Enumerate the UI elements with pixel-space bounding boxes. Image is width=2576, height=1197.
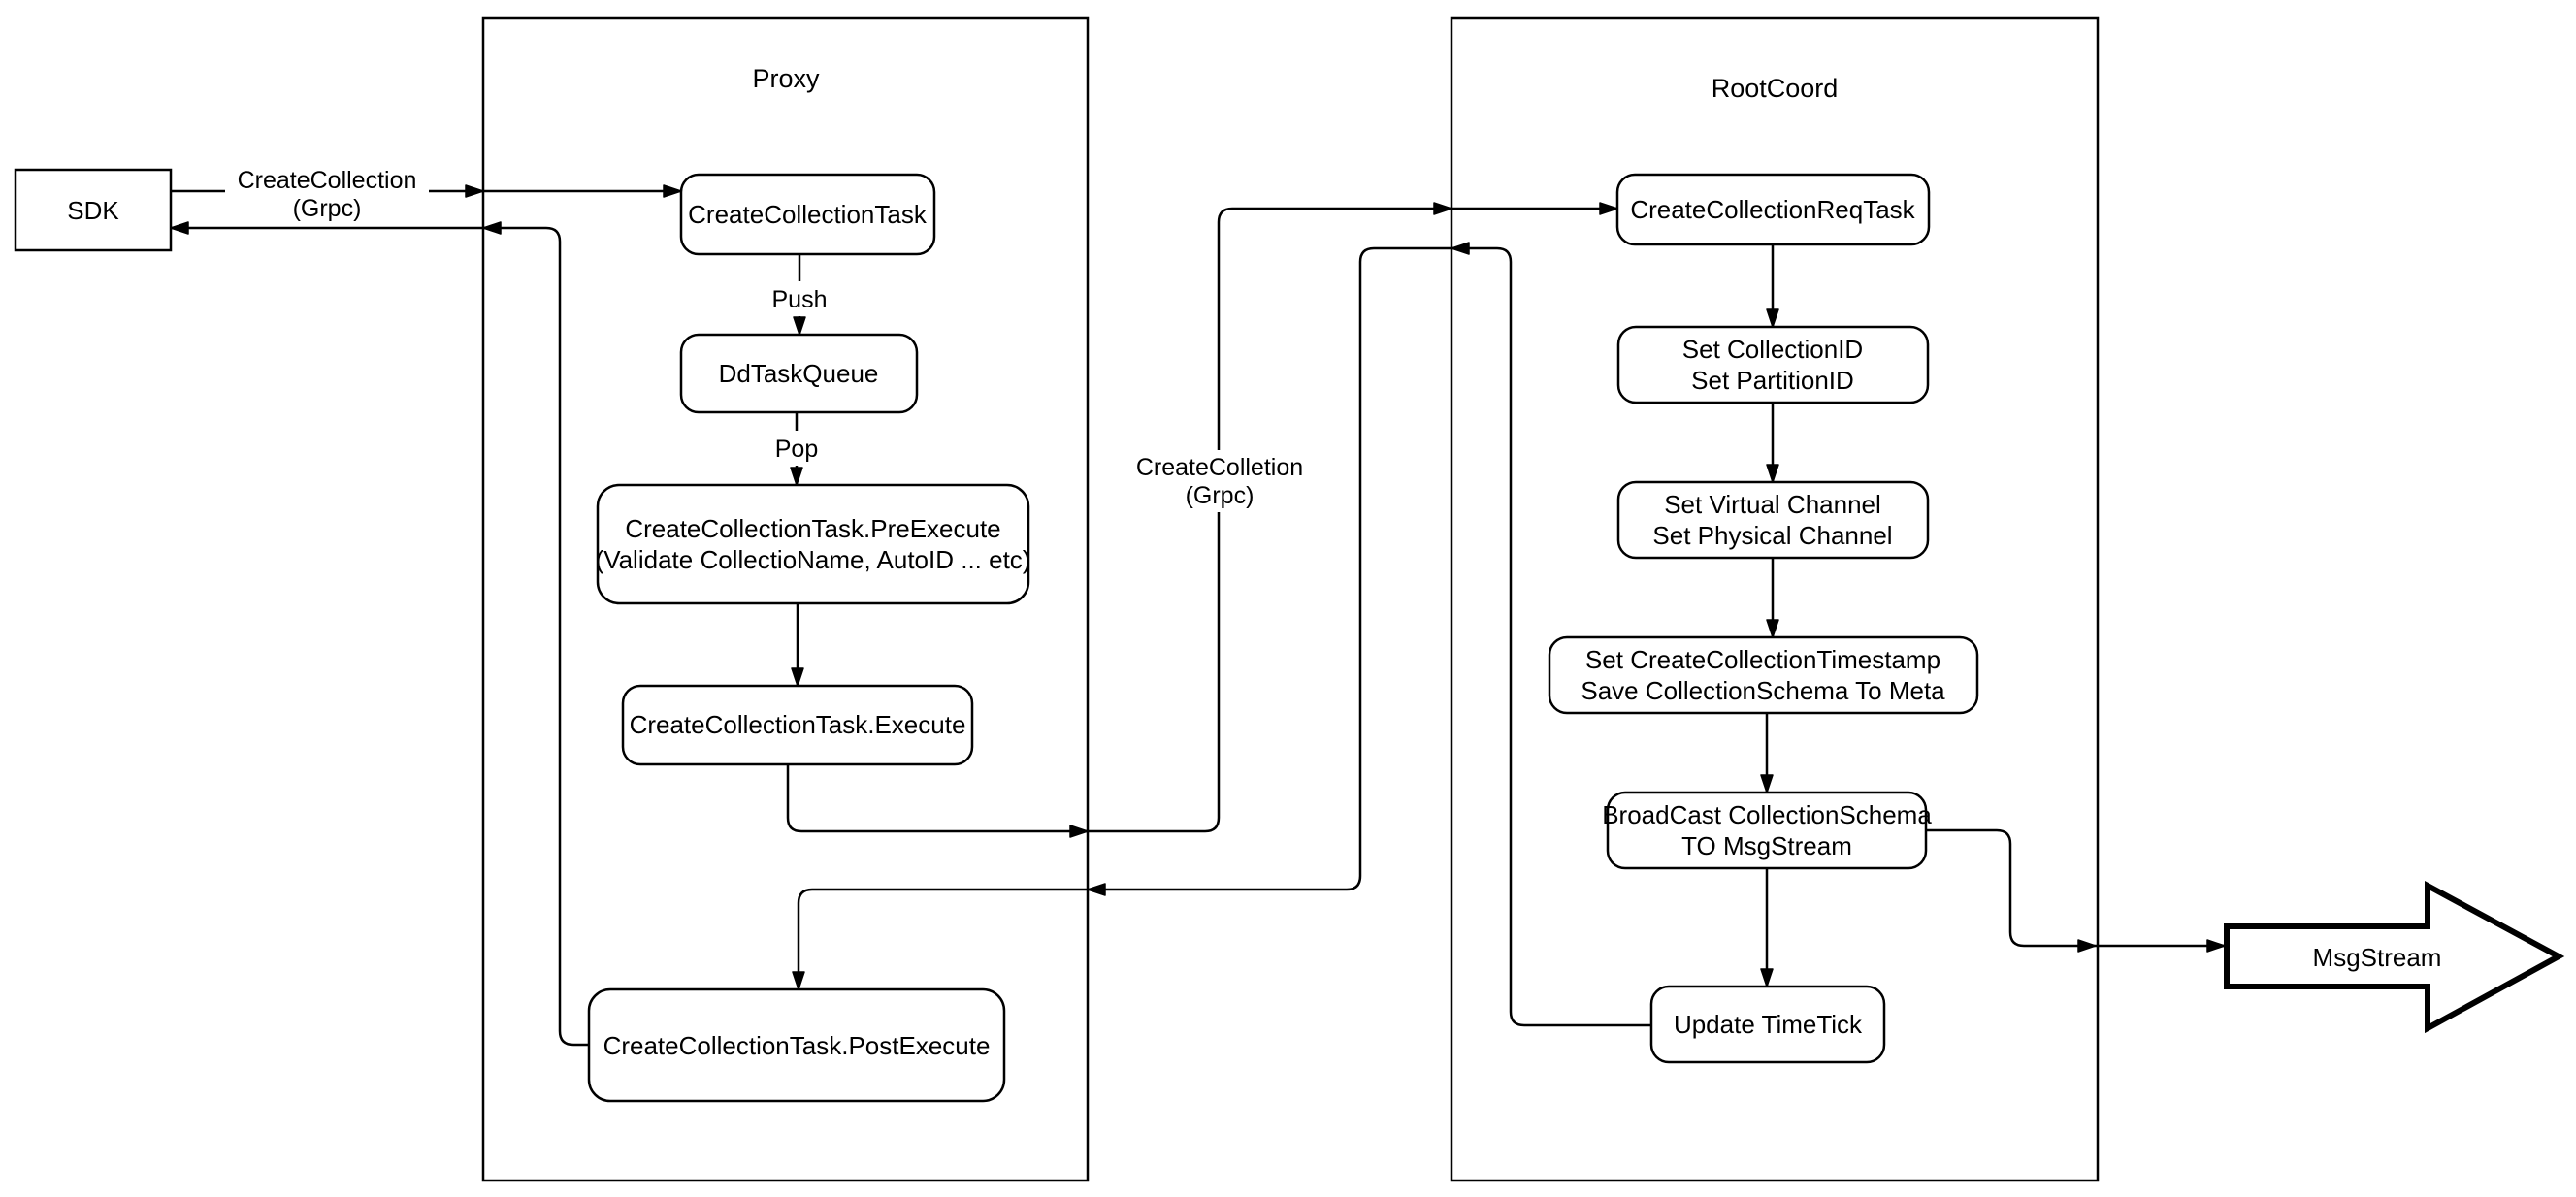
node-label: DdTaskQueue xyxy=(719,359,879,388)
edge-label-pop: Pop xyxy=(768,431,825,466)
edge-label-line1: CreateCollection xyxy=(238,167,417,194)
node-box xyxy=(1616,325,1930,404)
node-label: CreateCollectionTask.Execute xyxy=(630,710,966,739)
node-box xyxy=(621,684,974,766)
edge-execute-to-proxy-border xyxy=(786,764,1089,838)
node-set-channels: Set Virtual Channel Set Physical Channel xyxy=(1616,480,1930,560)
edge-label-bg xyxy=(768,431,825,466)
node-label-line2: Set Physical Channel xyxy=(1652,521,1892,550)
node-box xyxy=(1615,173,1931,246)
node-box xyxy=(587,987,1006,1103)
node-box xyxy=(1548,635,1979,715)
node-execute: CreateCollectionTask.Execute xyxy=(621,684,974,766)
node-label: CreateCollectionReqTask xyxy=(1630,195,1915,224)
node-label-line2: Save CollectionSchema To Meta xyxy=(1581,676,1945,705)
msgstream-arrow-shape xyxy=(2224,880,2565,1034)
node-label: CreateCollectionTask.PostExecute xyxy=(603,1031,991,1060)
edge-broadcast-to-rootcoord-border xyxy=(1926,828,2097,953)
edge-postexecute-to-proxy-border xyxy=(482,221,589,1047)
node-label-line1: Set Virtual Channel xyxy=(1664,490,1881,519)
node-box xyxy=(1606,791,1928,870)
node-sdk-label: SDK xyxy=(67,196,119,225)
node-msgstream: MsgStream xyxy=(2224,880,2565,1034)
edge-proxy-to-rootcoord-border xyxy=(1088,202,1452,833)
rootcoord-container-border xyxy=(1450,16,2100,1182)
edge-label-text: Pop xyxy=(775,436,818,463)
node-label: Update TimeTick xyxy=(1674,1010,1863,1039)
node-box xyxy=(679,333,919,414)
edge-label-bg xyxy=(225,167,429,225)
node-sdk: SDK xyxy=(14,168,173,252)
node-box xyxy=(679,173,936,256)
node-create-collection-task: CreateCollectionTask xyxy=(679,173,936,256)
node-set-collection-id: Set CollectionID Set PartitionID xyxy=(1616,325,1930,404)
edge-label-text: Push xyxy=(772,286,828,313)
node-sdk-box xyxy=(14,168,173,252)
node-post-execute: CreateCollectionTask.PostExecute xyxy=(587,987,1006,1103)
node-set-timestamp: Set CreateCollectionTimestamp Save Colle… xyxy=(1548,635,1979,715)
edge-rootcoord-to-proxy-border xyxy=(1087,246,1451,896)
node-label-line2: TO MsgStream xyxy=(1681,831,1852,860)
node-label-line1: BroadCast CollectionSchema xyxy=(1602,800,1932,829)
proxy-container: Proxy xyxy=(481,16,1090,1182)
node-label-line2: Set PartitionID xyxy=(1691,366,1854,395)
node-label-line1: Set CollectionID xyxy=(1682,335,1863,364)
node-label-line1: Set CreateCollectionTimestamp xyxy=(1585,645,1940,674)
edge-label-sdk-request: CreateCollection (Grpc) xyxy=(225,167,429,225)
node-label-line1: CreateCollectionTask.PreExecute xyxy=(625,514,1000,543)
node-broadcast: BroadCast CollectionSchema TO MsgStream xyxy=(1602,791,1932,870)
edge-label-bg xyxy=(1124,450,1316,512)
edge-label-line2: (Grpc) xyxy=(1186,482,1255,509)
edge-proxy-border-to-postexecute xyxy=(792,888,1088,990)
node-box xyxy=(1649,985,1886,1064)
edge-updatetimetick-to-rootcoord-border xyxy=(1451,242,1651,1027)
edge-label-bg xyxy=(766,281,833,316)
edge-label-line2: (Grpc) xyxy=(293,195,362,222)
rootcoord-container-title: RootCoord xyxy=(1712,74,1839,103)
node-label-line2: (Validate CollectioName, AutoID ... etc) xyxy=(596,545,1031,574)
edge-label-line1: CreateColletion xyxy=(1136,454,1303,481)
node-dd-task-queue: DdTaskQueue xyxy=(679,333,919,414)
edge-label-proxy-request: CreateColletion (Grpc) xyxy=(1124,450,1316,512)
node-create-collection-req-task: CreateCollectionReqTask xyxy=(1615,173,1931,246)
node-box xyxy=(1616,480,1930,560)
node-label: MsgStream xyxy=(2313,943,2442,972)
proxy-container-title: Proxy xyxy=(752,64,820,93)
edge-label-push: Push xyxy=(766,281,833,316)
node-pre-execute: CreateCollectionTask.PreExecute (Validat… xyxy=(596,483,1031,605)
node-box xyxy=(596,483,1030,605)
node-update-timetick: Update TimeTick xyxy=(1649,985,1886,1064)
proxy-container-border xyxy=(481,16,1090,1182)
rootcoord-container: RootCoord xyxy=(1450,16,2100,1182)
node-label: CreateCollectionTask xyxy=(688,200,928,229)
